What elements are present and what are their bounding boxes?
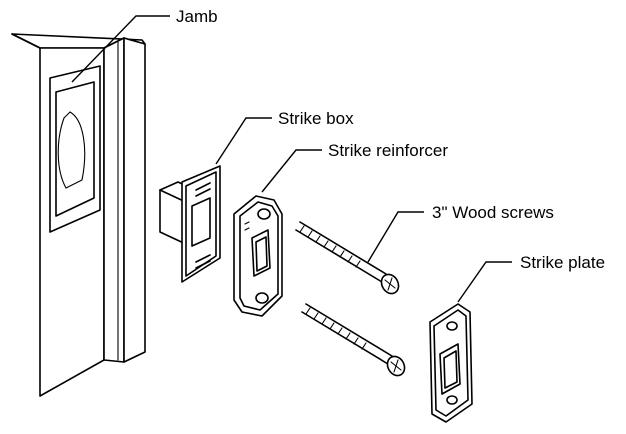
strike-reinforcer <box>233 195 283 317</box>
jamb <box>11 33 146 397</box>
jamb-label: Jamb <box>176 7 218 26</box>
wood-screw-upper <box>295 221 400 295</box>
strike-plate <box>429 303 473 423</box>
strike-plate-label: Strike plate <box>520 253 605 272</box>
wood-screw-lower <box>301 303 406 377</box>
strike-box-label: Strike box <box>278 109 354 128</box>
strike-box <box>159 165 221 283</box>
strike-reinforcer-label: Strike reinforcer <box>328 141 448 160</box>
wood-screws-label: 3" Wood screws <box>432 203 554 222</box>
leader-lines <box>71 15 512 303</box>
